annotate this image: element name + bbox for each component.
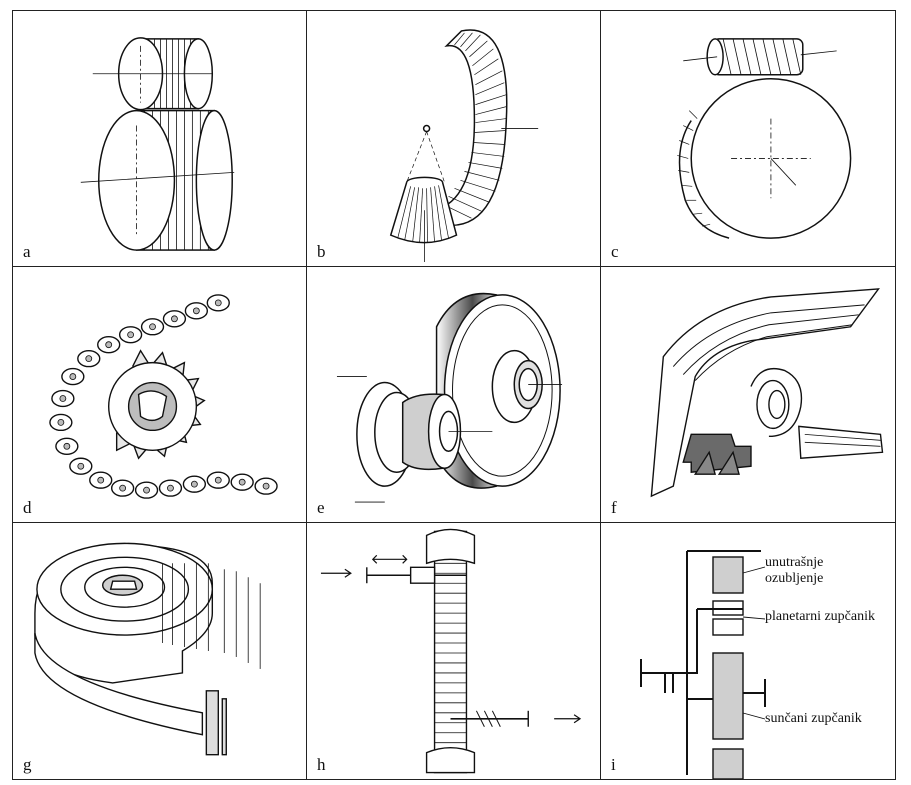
panel-a: a [13, 11, 307, 267]
sun-gear-label: sunčani zupčanik [765, 711, 862, 726]
panel-label-e: e [317, 498, 325, 517]
panel-label-a: a [23, 242, 31, 261]
internal-gear-label: unutrašnje ozubljenje [765, 555, 823, 587]
panel-e: e [307, 267, 601, 523]
chain-drive-icon [49, 294, 278, 499]
panel-b: b [307, 11, 601, 267]
panel-label-h: h [317, 755, 326, 774]
panel-i: unutrašnje ozubljenje planetarni zupčani… [601, 523, 895, 779]
friction-wheel-icon [336, 292, 563, 503]
panel-c: c [601, 11, 895, 267]
panel-g: g [13, 523, 307, 779]
panel-label-d: d [23, 498, 32, 517]
worm-gear-icon [677, 38, 852, 239]
v-belt-icon [650, 288, 884, 498]
panel-h: h [307, 523, 601, 779]
planetary-gear-icon [640, 550, 766, 779]
panel-label-i: i [611, 755, 616, 774]
variable-pulley-icon [320, 528, 582, 774]
internal-gear-label-line1: unutrašnje [765, 555, 824, 570]
internal-gear-label-line2: ozubljenje [765, 571, 824, 586]
planet-gear-label: planetarni zupčanik [765, 609, 876, 624]
panel-d: d [13, 267, 307, 523]
panel-label-b: b [317, 242, 326, 261]
panel-label-g: g [23, 755, 32, 774]
spur-gear-pair-icon [80, 37, 235, 251]
mechanism-grid: a [12, 10, 896, 780]
panel-f: f [601, 267, 895, 523]
toothed-belt-icon [34, 542, 261, 756]
panel-label-f: f [611, 498, 617, 517]
bevel-gear-icon [389, 29, 539, 263]
panel-label-c: c [611, 242, 619, 261]
